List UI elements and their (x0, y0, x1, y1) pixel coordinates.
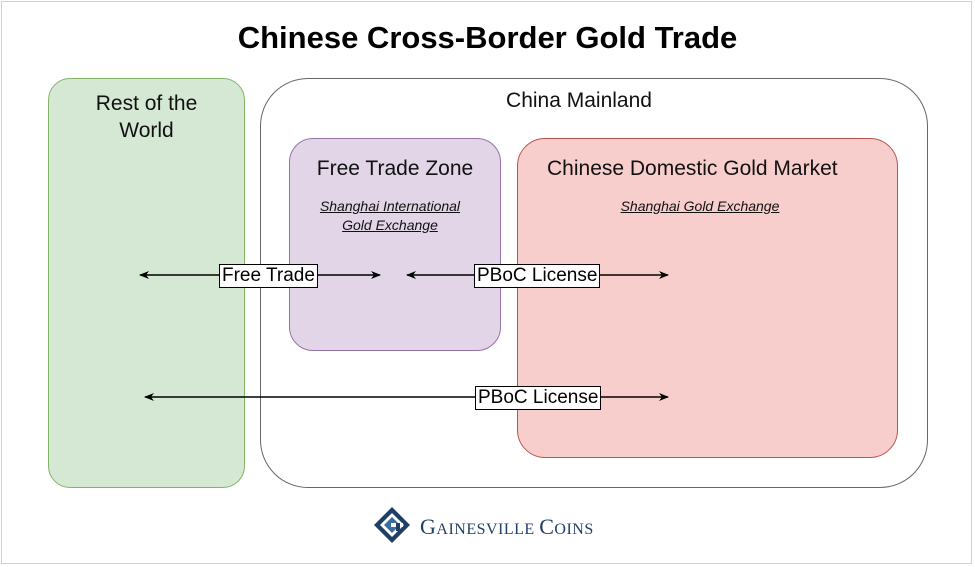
diagram-title: Chinese Cross-Border Gold Trade (237, 20, 738, 55)
free-trade-zone-box (289, 138, 501, 351)
domestic-market-exchange: Shanghai Gold Exchange (620, 198, 780, 214)
free-trade-zone-label: Free Trade Zone (316, 157, 474, 180)
rest-of-world-label-line1: Rest of the (95, 92, 198, 115)
free-trade-tag: Free Trade (219, 264, 318, 288)
pboc-license-tag-2: PBoC License (475, 386, 602, 410)
logo-letter-g: G (420, 514, 437, 539)
rest-of-world-label-line2: World (119, 119, 174, 142)
logo-word-ainesville: AINESVILLE (436, 521, 535, 538)
rest-of-world-label: Rest of the World (48, 90, 245, 144)
rest-of-world-box (48, 78, 245, 488)
logo-word-oins: OINS (554, 521, 594, 538)
ftz-exchange-line2: Gold Exchange (342, 217, 438, 233)
domestic-market-label: Chinese Domestic Gold Market (547, 157, 838, 180)
gainesville-coins-logo: GAINESVILLE COINS (372, 506, 612, 546)
free-trade-zone-exchange: Shanghai International Gold Exchange (289, 197, 491, 235)
gainesville-coins-wordmark: GAINESVILLE COINS (420, 514, 594, 540)
gainesville-coins-logo-icon (374, 507, 410, 543)
ftz-exchange-line1: Shanghai International (319, 198, 461, 214)
china-mainland-label: China Mainland (506, 89, 652, 112)
pboc-license-tag-1: PBoC License (474, 264, 601, 288)
logo-letter-c: C (539, 514, 555, 539)
